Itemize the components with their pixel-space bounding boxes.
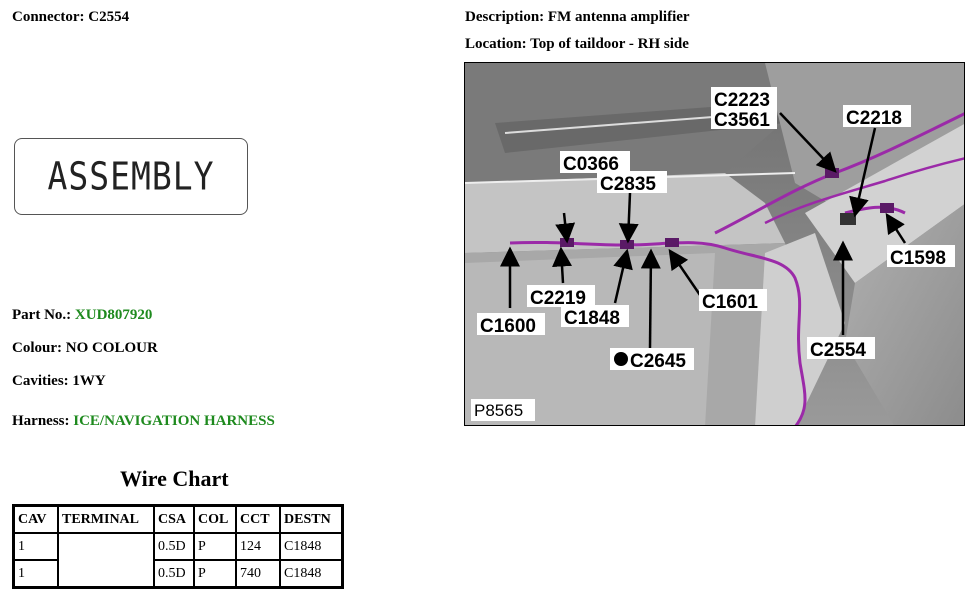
part-number-link[interactable]: XUD807920 (74, 307, 153, 323)
cct-cell: 124 (235, 532, 281, 561)
callout-c0366: C0366 (563, 154, 619, 175)
cct-cell: 740 (235, 559, 281, 589)
header-destn: DESTN (279, 504, 344, 534)
destn-cell[interactable]: C1848 (279, 559, 344, 589)
callout-c2554: C2554 (810, 340, 866, 361)
callout-c2219: C2219 (530, 288, 586, 309)
cav-cell: 1 (12, 559, 59, 589)
wire-chart-table: CAV TERMINAL CSA COL CCT DESTN 1 0.5D P … (12, 504, 344, 589)
table-row: 1 0.5D P 740 C1848 (12, 559, 344, 589)
header-csa: CSA (153, 504, 195, 534)
table-row: 1 0.5D P 124 C1848 (12, 532, 344, 589)
callout-c2835: C2835 (600, 174, 656, 195)
callout-c3561: C3561 (714, 110, 770, 131)
cavities: Cavities: 1WY (12, 373, 106, 389)
terminal-cell (57, 532, 155, 589)
csa-cell: 0.5D (153, 532, 195, 561)
callout-c2218: C2218 (846, 108, 902, 129)
location-diagram: C2223 C3561 C2218 C0366 C2835 C1598 C221… (464, 62, 965, 426)
description: Description: FM antenna amplifier (465, 9, 690, 25)
callout-c2223: C2223 (714, 90, 770, 111)
header-cct: CCT (235, 504, 281, 534)
location: Location: Top of taildoor - RH side (465, 36, 689, 52)
col-cell: P (193, 559, 237, 589)
cav-cell: 1 (12, 532, 59, 561)
colour: Colour: NO COLOUR (12, 340, 158, 356)
assembly-image: ASSEMBLY (14, 138, 248, 215)
location-diagram-svg: C2223 C3561 C2218 C0366 C2835 C1598 C221… (465, 63, 964, 425)
diagram-reference: P8565 (474, 401, 523, 420)
bullet-icon (614, 352, 628, 366)
wire-chart-title: Wire Chart (120, 466, 229, 491)
wire-chart-header-row: CAV TERMINAL CSA COL CCT DESTN (12, 504, 344, 534)
callout-c1601: C1601 (702, 292, 758, 313)
callout-c1600: C1600 (480, 316, 536, 337)
connector-value: C2554 (88, 9, 130, 25)
header-cav: CAV (12, 504, 59, 534)
part-number: Part No.: XUD807920 (12, 307, 153, 323)
csa-cell: 0.5D (153, 559, 195, 589)
destn-cell[interactable]: C1848 (279, 532, 344, 561)
callout-c2645: C2645 (630, 351, 686, 372)
harness-link[interactable]: ICE/NAVIGATION HARNESS (73, 413, 275, 429)
connector-label: Connector: C2554 (12, 9, 130, 25)
header-col: COL (193, 504, 237, 534)
callout-c1848: C1848 (564, 308, 620, 329)
callout-c1598: C1598 (890, 248, 946, 269)
assembly-text: ASSEMBLY (47, 154, 215, 199)
col-cell: P (193, 532, 237, 561)
header-terminal: TERMINAL (57, 504, 155, 534)
harness: Harness: ICE/NAVIGATION HARNESS (12, 413, 275, 429)
